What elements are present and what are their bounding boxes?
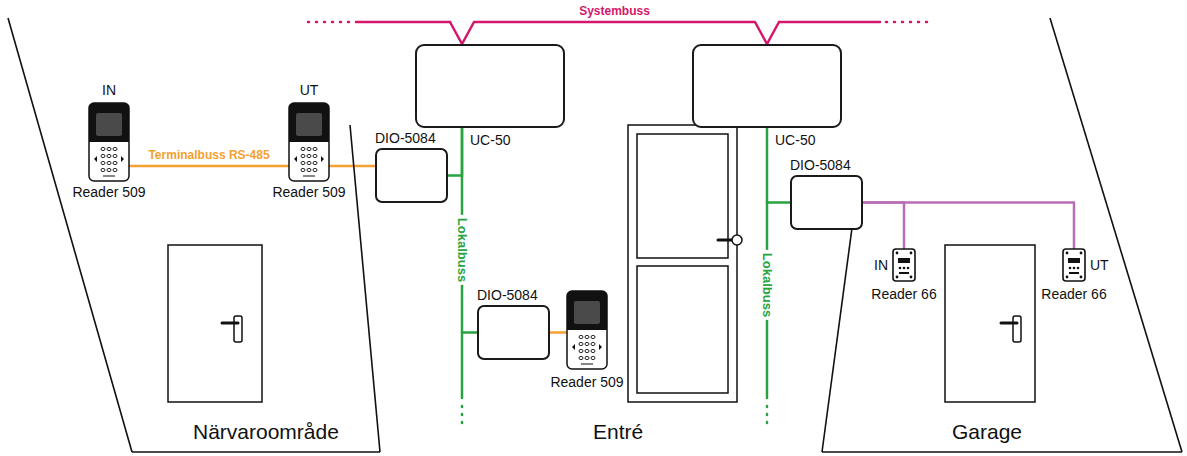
bus-connector	[863, 203, 1074, 249]
card-reader: Reader 509	[547, 290, 627, 392]
device-name: DIO-5084	[477, 287, 538, 303]
reader-icon	[288, 102, 330, 182]
device-box	[692, 44, 842, 128]
reader-icon	[566, 290, 608, 370]
direction-label: UT	[1090, 257, 1109, 273]
bus-line	[767, 22, 779, 44]
reader-icon	[88, 102, 130, 182]
io-module: DIO-5084	[790, 157, 863, 230]
bus-connector	[330, 165, 375, 168]
bus-connector	[863, 203, 904, 249]
bus-dots	[461, 406, 464, 430]
bus-label: Lokalbuss	[759, 250, 775, 320]
bus-line	[450, 22, 462, 44]
bus-line	[461, 332, 464, 398]
door	[168, 245, 262, 402]
device-name: Reader 66	[871, 286, 936, 302]
bus-connector	[550, 331, 566, 334]
card-reader: UT Reader 509	[269, 82, 349, 202]
card-reader: UT Reader 66	[1034, 248, 1114, 304]
reader-icon	[1062, 248, 1086, 282]
bus-connector	[462, 22, 767, 44]
controller: UC-50	[692, 44, 842, 152]
bus-connector	[130, 165, 288, 168]
direction-label: IN	[102, 82, 116, 98]
card-reader: IN Reader 66	[864, 248, 944, 304]
device-name: Reader 509	[550, 374, 623, 390]
area-outline	[820, 16, 1184, 454]
device-name: UC-50	[470, 132, 510, 148]
card-reader: IN Reader 509	[69, 82, 149, 202]
io-module: DIO-5084	[477, 287, 550, 360]
device-box	[477, 305, 550, 360]
device-name: Närvaroområde	[193, 420, 339, 444]
direction-label: UT	[300, 82, 319, 98]
door	[945, 245, 1035, 402]
reader-icon	[892, 248, 916, 282]
bus-label: Lokalbuss	[454, 215, 470, 285]
area-region: Närvaroområde IN Reader 509 UT Reader 509	[6, 16, 382, 454]
bus-dots	[766, 406, 769, 430]
area-region: Garage IN Reader 66 UT Reader 66	[820, 16, 1184, 454]
bus-dots	[886, 21, 930, 24]
device-box	[415, 44, 565, 128]
bus-line	[356, 21, 450, 24]
bus-line	[779, 21, 880, 24]
device-box	[790, 175, 863, 230]
bus-label: Systembuss	[577, 3, 652, 19]
device-name: UC-50	[775, 132, 815, 148]
direction-label: IN	[874, 257, 888, 273]
area-outline	[6, 16, 382, 454]
device-name: DIO-5084	[375, 130, 436, 146]
device-name: Reader 509	[72, 184, 145, 200]
door	[628, 125, 742, 402]
device-name: Reader 66	[1041, 286, 1106, 302]
device-name: DIO-5084	[790, 157, 851, 173]
controller: UC-50	[415, 44, 565, 152]
bus-dots	[308, 21, 350, 24]
bus-label: Terminalbuss RS-485	[146, 147, 271, 163]
device-name: Garage	[952, 420, 1022, 444]
device-box	[375, 148, 448, 203]
bus-connector	[448, 128, 462, 176]
io-module: DIO-5084	[375, 130, 448, 203]
area-label: Entré	[593, 420, 643, 444]
device-name: Reader 509	[272, 184, 345, 200]
